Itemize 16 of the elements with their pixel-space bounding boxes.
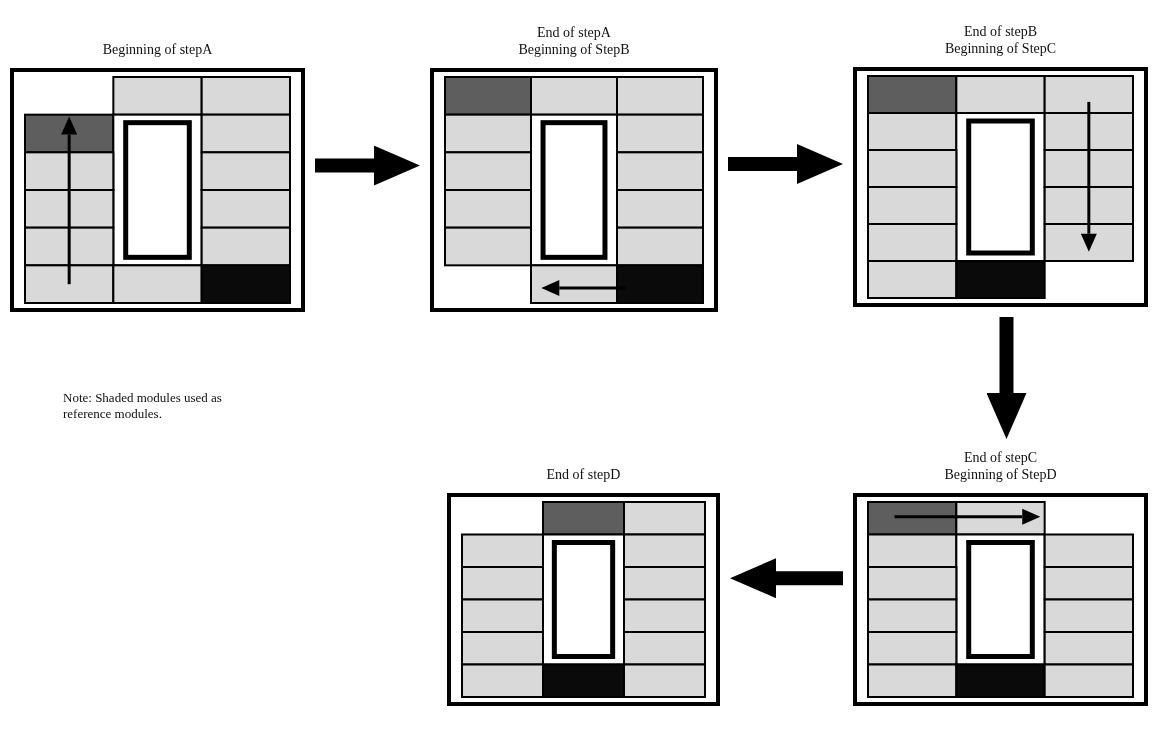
step-heading: End of stepA [537, 24, 611, 41]
step-arrow [728, 144, 843, 184]
step-heading: Beginning of stepA [102, 41, 213, 58]
step-heading: Beginning of StepD [944, 466, 1057, 483]
step-heading: End of stepD [546, 466, 621, 483]
step-panel [853, 23, 1148, 307]
step-heading: Beginning of StepB [518, 41, 630, 58]
note-text: Note: Shaded modules used as reference modules. [63, 390, 223, 422]
step-heading: End of stepC [963, 449, 1038, 466]
step-panel [853, 449, 1148, 706]
step-arrow [986, 317, 1027, 439]
step-arrow [315, 145, 420, 186]
step-arrow [730, 558, 843, 599]
step-panel [430, 24, 718, 312]
step-heading: Beginning of StepC [944, 40, 1057, 57]
step-heading: End of stepB [963, 23, 1038, 40]
